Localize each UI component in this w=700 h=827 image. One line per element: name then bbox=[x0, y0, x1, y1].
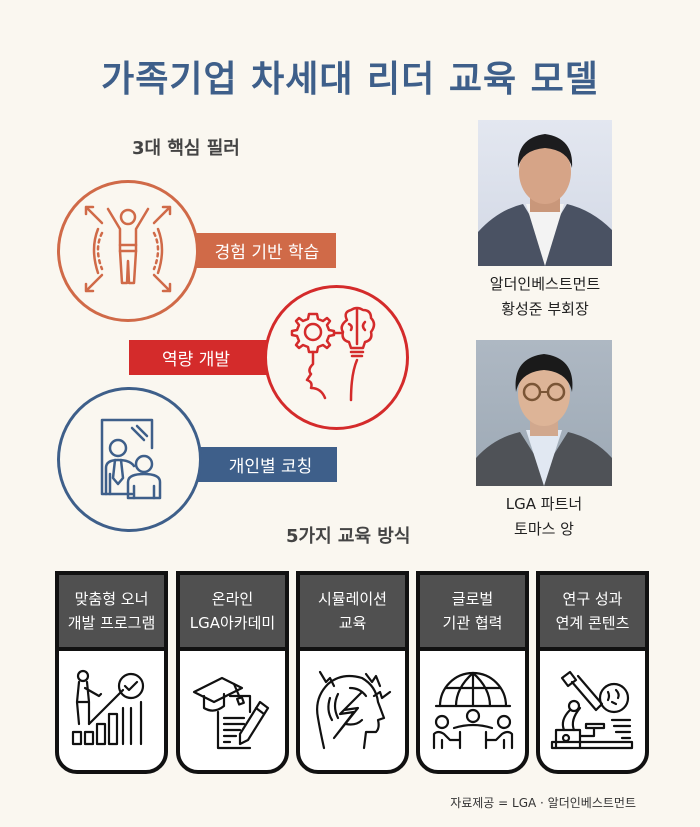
pillar-label: 역량 개발 bbox=[162, 350, 230, 370]
caption-person-2: LGA 파트너 토마스 앙 bbox=[444, 492, 644, 542]
page-title: 가족기업 차세대 리더 교육 모델 bbox=[101, 59, 599, 100]
pillar-banner-experience: 경험 기반 학습 bbox=[190, 233, 336, 268]
pillar-banner-competency: 역량 개발 bbox=[129, 340, 275, 375]
method-card-custom-program: 맞춤형 오너 개발 프로그램 bbox=[55, 571, 168, 774]
pillar-label: 개인별 코칭 bbox=[228, 457, 313, 477]
photo-hwang-seongjun bbox=[478, 120, 612, 266]
pillar-circle-coaching bbox=[57, 387, 202, 532]
microscope-icon bbox=[540, 651, 645, 770]
card-title-line: 연구 성과 bbox=[562, 590, 623, 608]
pillars-heading: 3대 핵심 필러 bbox=[132, 138, 240, 159]
method-card-simulation: 시뮬레이션 교육 bbox=[296, 571, 409, 774]
person-name: 토마스 앙 bbox=[514, 520, 574, 538]
pillar-label: 경험 기반 학습 bbox=[214, 243, 320, 263]
card-title-line: 개발 프로그램 bbox=[67, 614, 156, 632]
method-card-research-content: 연구 성과 연계 콘텐츠 bbox=[536, 571, 649, 774]
method-card-online-academy: 온라인 LGA아카데미 bbox=[176, 571, 289, 774]
card-title-line: 글로벌 bbox=[451, 590, 494, 608]
card-header: 글로벌 기관 협력 bbox=[420, 575, 525, 651]
globe-meeting-icon bbox=[420, 651, 525, 770]
card-title-line: 기관 협력 bbox=[442, 614, 503, 632]
method-card-global-cooperation: 글로벌 기관 협력 bbox=[416, 571, 529, 774]
caption-person-1: 알더인베스트먼트 황성준 부회장 bbox=[445, 272, 645, 322]
card-title-line: 맞춤형 오너 bbox=[74, 590, 149, 608]
person-stretch-arrows-icon bbox=[78, 199, 178, 303]
person-affiliation: LGA 파트너 bbox=[505, 495, 583, 513]
card-header: 연구 성과 연계 콘텐츠 bbox=[540, 575, 645, 651]
head-lightning-icon bbox=[300, 651, 405, 770]
card-header: 시뮬레이션 교육 bbox=[300, 575, 405, 651]
head-gear-brain-icon bbox=[285, 304, 389, 412]
person-affiliation: 알더인베스트먼트 bbox=[489, 275, 601, 293]
pillar-circle-experience bbox=[57, 180, 199, 322]
card-title-line: 온라인 bbox=[211, 590, 254, 608]
source-credit: 자료제공 = LGA · 알더인베스트먼트 bbox=[450, 796, 636, 810]
card-header: 온라인 LGA아카데미 bbox=[180, 575, 285, 651]
person-name: 황성준 부회장 bbox=[501, 300, 589, 318]
pillar-circle-competency bbox=[264, 285, 409, 430]
graduation-document-pen-icon bbox=[180, 651, 285, 770]
card-title-line: 연계 콘텐츠 bbox=[555, 614, 630, 632]
growth-chart-person-icon bbox=[59, 651, 164, 770]
card-header: 맞춤형 오너 개발 프로그램 bbox=[59, 575, 164, 651]
methods-heading: 5가지 교육 방식 bbox=[286, 526, 411, 547]
pillar-banner-coaching: 개인별 코칭 bbox=[196, 447, 337, 482]
card-title-line: 교육 bbox=[338, 614, 367, 632]
mirror-coaching-icon bbox=[82, 410, 178, 510]
photo-thomas-ang bbox=[476, 340, 612, 486]
card-title-line: LGA아카데미 bbox=[189, 614, 276, 632]
card-title-line: 시뮬레이션 bbox=[317, 590, 387, 608]
